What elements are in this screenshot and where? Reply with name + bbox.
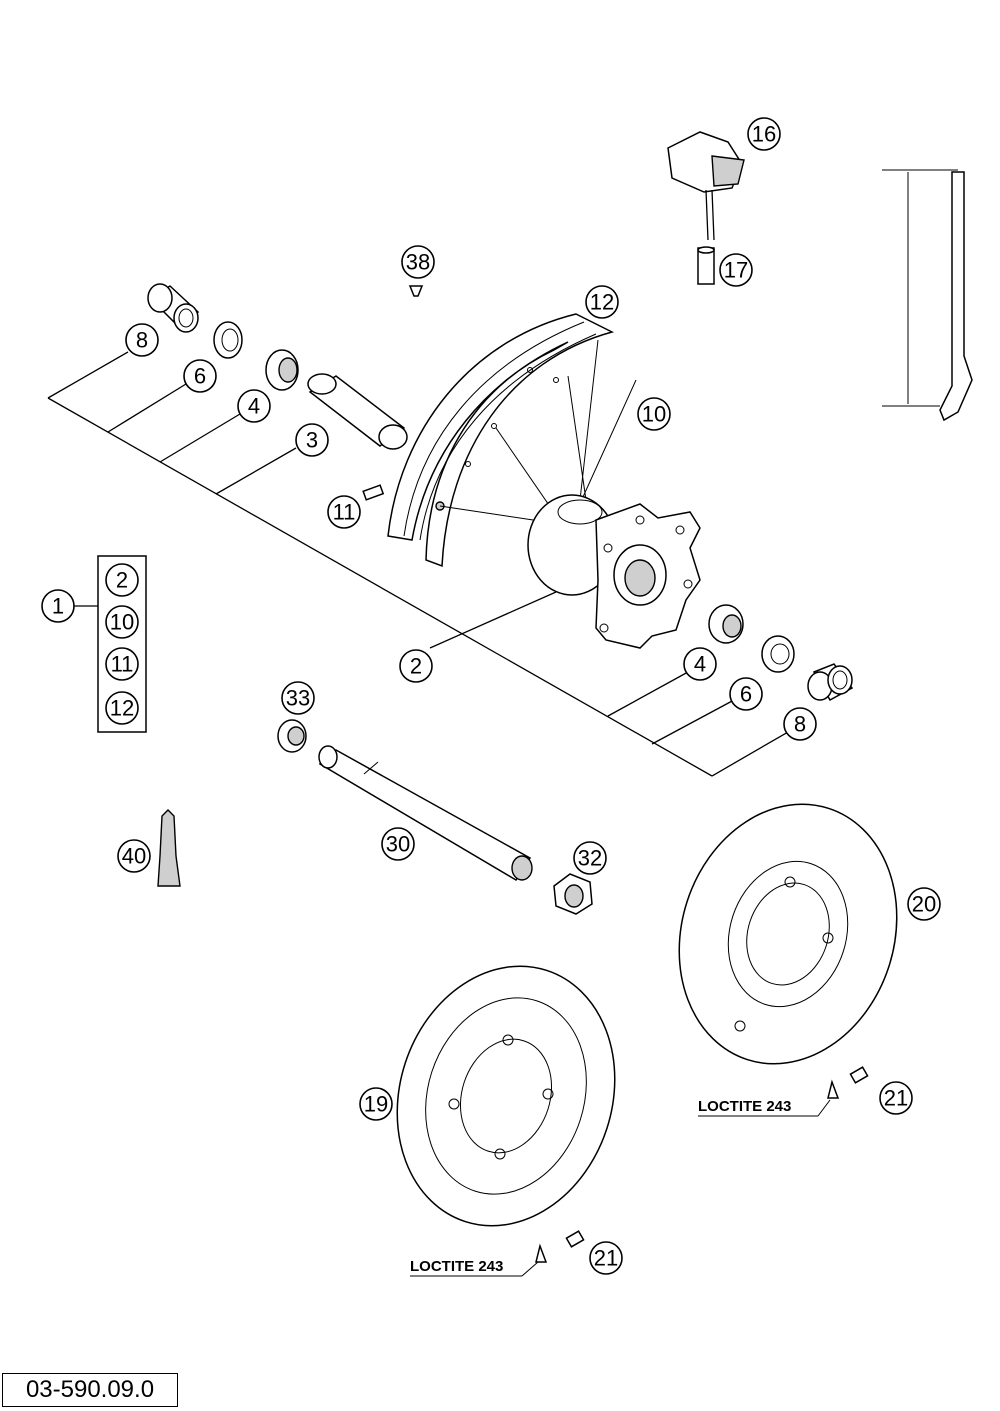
callout-8-top-text: 8 — [136, 328, 148, 353]
callout-32: 32 — [573, 841, 607, 875]
callout-30-text: 30 — [386, 832, 410, 857]
callout-10-text: 10 — [642, 402, 666, 427]
callout-12-text: 12 — [590, 290, 614, 315]
kit-item-10: 10 — [105, 605, 139, 639]
spoke-measure — [882, 169, 973, 422]
document-id: 03-590.09.0 — [2, 1373, 178, 1407]
callout-8-right-text: 8 — [794, 712, 806, 737]
callout-4-top: 4 — [237, 389, 271, 423]
wheel-rim — [387, 313, 615, 568]
callout-33-text: 33 — [286, 686, 310, 711]
kit-item-12: 12 — [105, 691, 139, 725]
assembly-leader-lines — [47, 351, 789, 777]
callout-38-text: 38 — [406, 250, 430, 275]
callout-40-text: 40 — [122, 844, 146, 869]
kit-item-11: 11 — [105, 647, 139, 681]
valve-nut — [697, 246, 715, 285]
callout-1-text: 1 — [52, 594, 64, 619]
callout-2: 2 — [399, 649, 433, 683]
callout-21-upper: 21 — [879, 1081, 913, 1115]
callout-21-lower-text: 21 — [594, 1246, 618, 1271]
bearing-right — [708, 604, 744, 644]
callout-33: 33 — [281, 681, 315, 715]
callout-20: 20 — [907, 887, 941, 921]
seal-33 — [277, 719, 307, 753]
callout-4-right: 4 — [683, 647, 717, 681]
callout-8-right: 8 — [783, 707, 817, 741]
spacer-top — [147, 283, 200, 333]
callout-1: 1 — [41, 589, 75, 623]
valve-cap — [667, 131, 745, 241]
wheel-hub — [527, 494, 701, 649]
callout-6-top: 6 — [183, 359, 217, 393]
disc-screws-lower — [410, 1230, 585, 1277]
kit-item-2-text: 2 — [116, 568, 128, 593]
callout-20-text: 20 — [912, 892, 936, 917]
callout-21-upper-text: 21 — [884, 1086, 908, 1111]
callout-21-lower: 21 — [589, 1241, 623, 1275]
callout-30: 30 — [381, 827, 415, 861]
callout-16: 16 — [747, 117, 781, 151]
spacer-tube — [307, 373, 408, 450]
small-part-38 — [408, 285, 424, 297]
disc-screws-upper — [698, 1066, 869, 1117]
callout-11: 11 — [327, 495, 361, 529]
callout-10: 10 — [637, 397, 671, 431]
kit-item-11-text: 11 — [111, 652, 134, 677]
brake-disc-20 — [678, 803, 898, 1065]
callout-19: 19 — [359, 1087, 393, 1121]
callout-4-right-text: 4 — [694, 652, 706, 677]
kit-item-12-text: 12 — [110, 696, 134, 721]
seal-top — [213, 321, 243, 359]
callout-8-top: 8 — [125, 323, 159, 357]
axle-nut — [553, 873, 593, 915]
spacer-right — [807, 663, 854, 702]
callout-6-right: 6 — [729, 677, 763, 711]
grease-tube — [157, 809, 181, 887]
brake-disc-19 — [396, 965, 616, 1227]
callout-12: 12 — [585, 285, 619, 319]
loctite-label-lower: LOCTITE 243 — [410, 1258, 503, 1275]
loctite-label-upper: LOCTITE 243 — [698, 1098, 791, 1115]
callout-11-text: 11 — [333, 500, 356, 525]
bearing-top — [265, 349, 299, 391]
wheel-axle — [318, 745, 533, 882]
callout-40: 40 — [117, 839, 151, 873]
callout-16-text: 16 — [752, 122, 776, 147]
callout-32-text: 32 — [578, 846, 602, 871]
callout-6-right-text: 6 — [740, 682, 752, 707]
callout-19-text: 19 — [364, 1092, 388, 1117]
seal-right — [761, 635, 795, 673]
callout-2-text: 2 — [410, 654, 422, 679]
callout-38: 38 — [401, 245, 435, 279]
spoke-nipple — [362, 484, 385, 501]
callout-3: 3 — [295, 423, 329, 457]
callout-17-text: 17 — [724, 258, 748, 283]
callout-17: 17 — [719, 253, 753, 287]
callout-4-top-text: 4 — [248, 394, 260, 419]
callout-6-top-text: 6 — [194, 364, 206, 389]
kit-item-2: 2 — [105, 563, 139, 597]
kit-item-10-text: 10 — [110, 610, 134, 635]
callout-3-text: 3 — [306, 428, 318, 453]
